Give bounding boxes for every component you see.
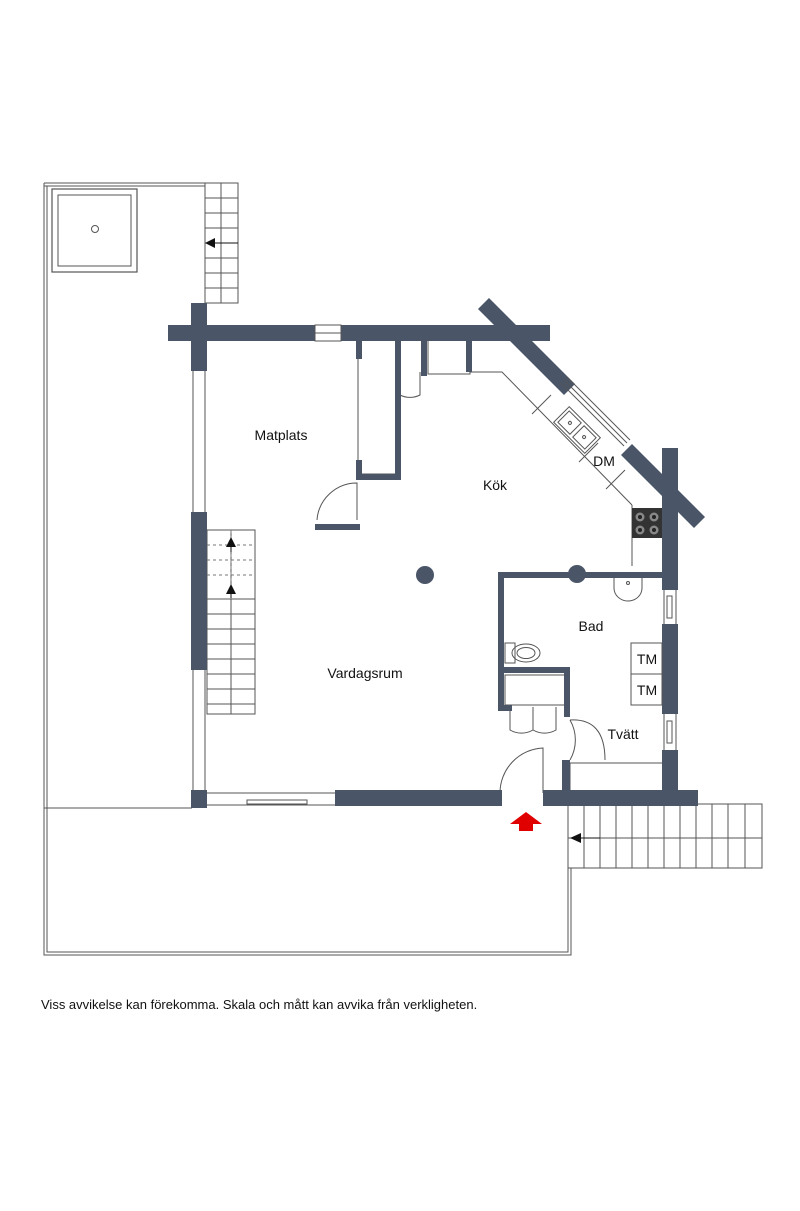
appliance-label-tm-2: TM <box>637 682 657 698</box>
room-label-tvatt: Tvätt <box>607 726 638 742</box>
windows <box>192 324 677 806</box>
stair-direction-arrow-icon <box>570 833 581 843</box>
red-entrance-arrow-icon <box>510 812 542 831</box>
outdoor-stairs-bottom <box>567 803 763 869</box>
stove <box>632 508 662 538</box>
terrace-outline <box>43 182 763 956</box>
toilet <box>504 642 541 664</box>
stair-direction-arrow-icon <box>205 238 215 248</box>
appliance-boxes <box>630 642 663 706</box>
diagonal-walls <box>478 298 705 528</box>
bathroom-sink <box>613 578 643 602</box>
room-label-matplats: Matplats <box>255 427 308 443</box>
hot-tub <box>51 188 138 273</box>
pillars <box>416 565 586 584</box>
appliance-label-dm: DM <box>593 453 615 469</box>
indoor-staircase <box>206 529 256 715</box>
room-label-kok: Kök <box>483 477 508 493</box>
diagonal-window <box>560 376 631 447</box>
disclaimer-text: Viss avvikelse kan förekomma. Skala och … <box>41 997 478 1012</box>
kitchen-sink <box>552 405 602 455</box>
room-label-bad: Bad <box>579 618 604 634</box>
room-label-vardagsrum: Vardagsrum <box>327 665 402 681</box>
stair-direction-arrow-icon <box>226 537 236 598</box>
walls <box>168 303 698 808</box>
doors <box>316 372 606 794</box>
appliance-label-tm-1: TM <box>637 651 657 667</box>
